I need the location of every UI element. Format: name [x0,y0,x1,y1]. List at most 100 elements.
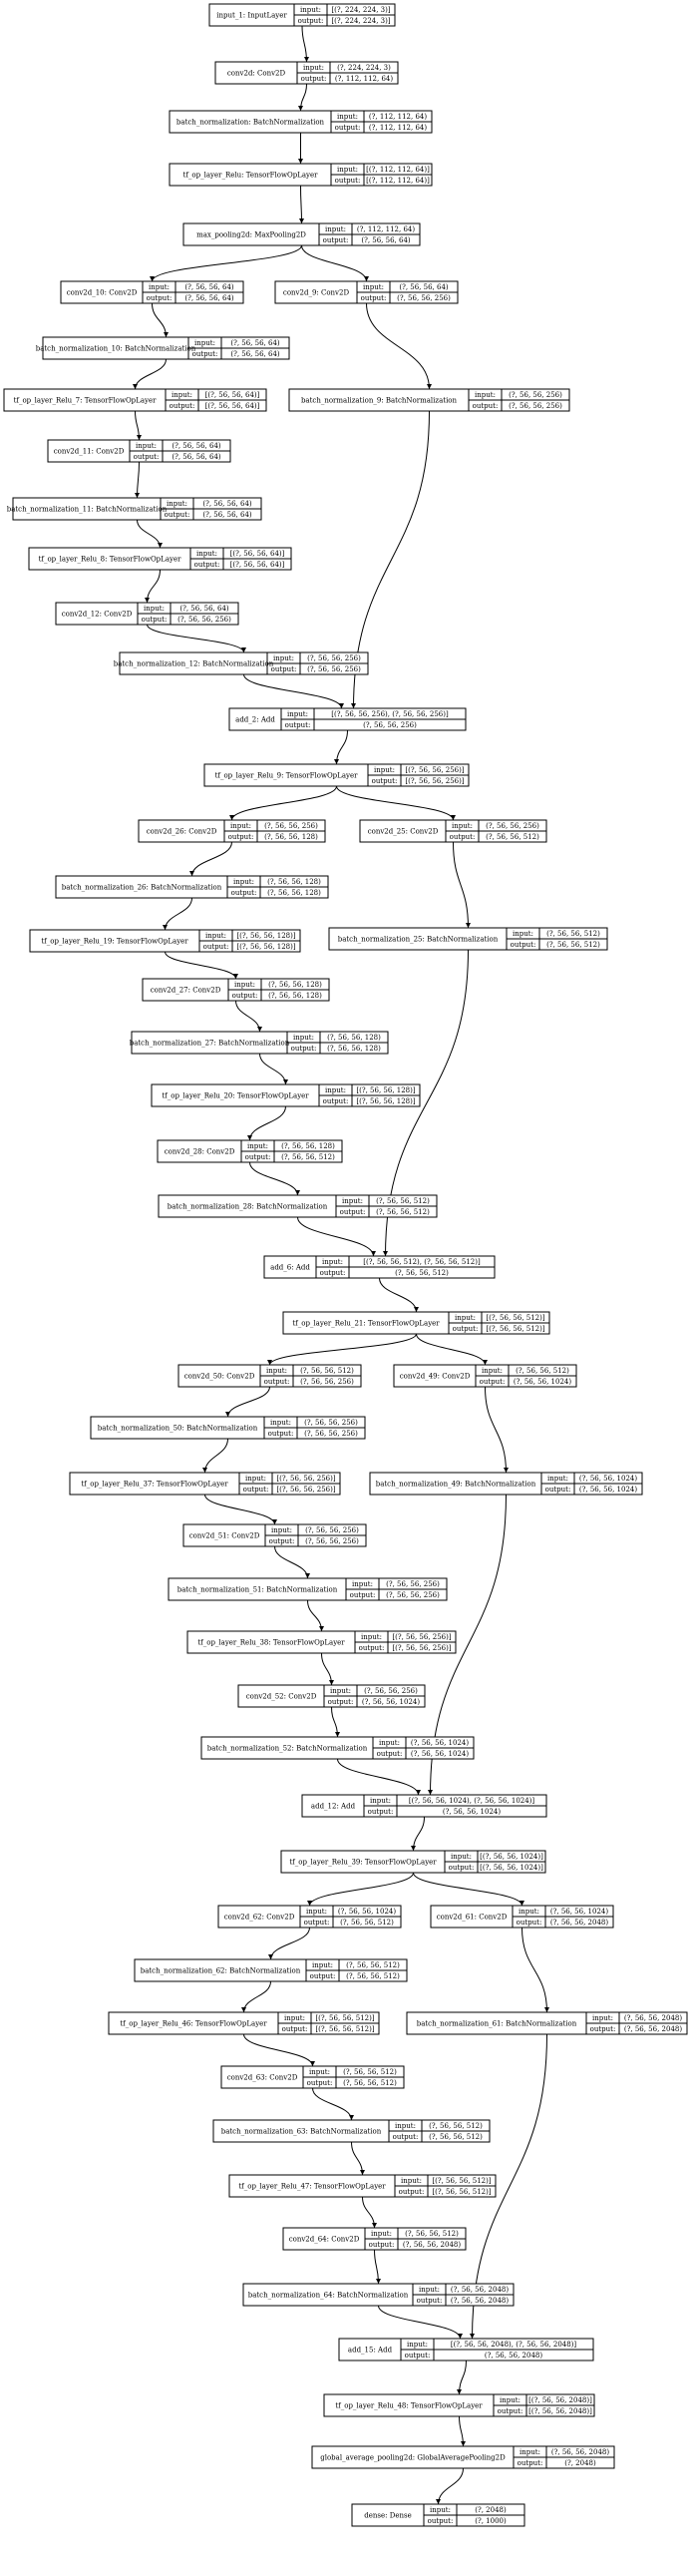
output-label: output: [359,1644,385,1652]
layer-node: batch_normalization_49: BatchNormalizati… [369,1472,643,1496]
layer-name: batch_normalization_10: BatchNormalizati… [36,345,196,353]
layer-name: batch_normalization_49: BatchNormalizati… [376,1481,536,1489]
edge-arrow [165,951,238,980]
edge-arrow [378,2305,463,2340]
input-shape: (?, 56, 56, 64) [202,500,252,508]
output-shape: [(?, 56, 56, 256)] [405,777,464,785]
input-shape: [(?, 56, 56, 512)] [432,2177,491,2185]
input-shape: (?, 56, 56, 64) [399,283,449,291]
layer-node: batch_normalization_63: BatchNormalizati… [212,2119,491,2143]
input-shape: (?, 56, 56, 256) [509,391,562,399]
edge-arrow [247,1105,286,1141]
edge-arrow [521,1927,549,2013]
edge-arrow [485,1386,509,1474]
layer-node: tf_op_layer_Relu_37: TensorFlowOpLayerin… [69,1472,341,1496]
output-label: output: [203,943,229,951]
layer-name: batch_normalization_12: BatchNormalizati… [114,660,274,668]
input-label: input: [395,2122,416,2130]
input-label: input: [401,2177,422,2185]
output-shape: (?, 56, 56, 1024) [443,1808,501,1816]
output-label: output: [323,236,349,244]
edge-arrow [298,185,304,224]
output-label: output: [350,1591,376,1599]
output-label: output: [147,294,173,302]
edge-arrow [334,729,348,765]
input-label: input: [273,654,294,662]
input-shape: (?, 56, 56, 256) [386,1580,440,1588]
input-shape: (?, 56, 56, 512) [376,1197,430,1205]
input-shape: [(?, 56, 56, 64)] [205,391,260,399]
input-label: input: [363,283,384,291]
output-shape: [(?, 56, 56, 512)] [486,1325,544,1333]
edge-arrow [321,1652,334,1686]
edge-arrow [268,1927,310,1960]
output-label: output: [399,2188,425,2196]
input-label: input: [592,2014,613,2022]
output-label: output: [417,2297,443,2305]
output-shape: (?, 56, 56, 256) [397,294,451,302]
edge-arrow [337,1758,421,1796]
input-shape: (?, 56, 56, 1024) [411,1739,469,1747]
input-label: input: [136,442,157,450]
input-shape: (?, 56, 56, 64) [172,442,221,450]
layer-name: conv2d_50: Conv2D [184,1373,255,1381]
input-shape: [(?, 56, 56, 64)] [230,550,285,558]
layer-node: tf_op_layer_Relu_7: TensorFlowOpLayerinp… [3,388,267,412]
output-label: output: [243,1486,269,1494]
input-shape: (?, 56, 56, 1024) [579,1475,637,1483]
edge-arrow [331,1706,340,1738]
input-shape: (?, 2048) [475,2506,507,2514]
input-label: input: [172,391,192,399]
input-shape: (?, 56, 56, 512) [516,1367,569,1375]
output-label: output: [369,2241,395,2249]
output-label: output: [271,665,297,673]
output-shape: (?, 56, 56, 256) [300,1378,354,1386]
output-shape: (?, 56, 56, 2048) [451,2297,509,2305]
layer-node: batch_normalization_52: BatchNormalizati… [200,1736,475,1760]
output-shape: (?, 56, 56, 256) [386,1591,440,1599]
output-shape: (?, 56, 56, 1024) [514,1378,571,1386]
input-label: input: [293,1034,314,1042]
output-label: output: [231,889,257,897]
input-shape: (?, 56, 56, 256) [304,1419,358,1427]
layer-name: global_average_pooling2d: GlobalAverageP… [320,2454,506,2462]
input-label: input: [234,981,255,989]
input-label: input: [430,2506,451,2514]
input-shape: (?, 224, 224, 3) [337,64,391,72]
layer-node: tf_op_layer_Relu_39: TensorFlowOpLayerin… [280,1850,546,1874]
input-label: input: [233,878,254,886]
layer-name: conv2d_52: Conv2D [246,1693,317,1701]
output-shape: (?, 56, 56, 512) [429,2133,483,2141]
layer-node: tf_op_layer_Relu_46: TensorFlowOpLayerin… [108,2011,380,2035]
output-label: output: [310,1972,336,1980]
input-label: input: [266,1367,287,1375]
output-shape: (?, 56, 56, 64) [202,511,252,519]
input-shape: (?, 56, 56, 512) [346,1961,400,1969]
layer-node: batch_normalization_51: BatchNormalizati… [168,1577,448,1601]
output-label: output: [298,17,324,25]
layer-name: conv2d_63: Conv2D [227,2074,298,2082]
input-shape: (?, 56, 56, 2048) [624,2014,682,2022]
input-label: input: [325,1086,346,1094]
output-label: output: [320,1269,346,1277]
input-label: input: [379,1739,400,1747]
layer-name: tf_op_layer_Relu_20: TensorFlowOpLayer [162,1092,309,1100]
layer-node: tf_op_layer_Relu_8: TensorFlowOpLayerinp… [28,547,292,571]
output-label: output: [307,2079,333,2087]
layer-name: batch_normalization_50: BatchNormalizati… [98,1425,258,1433]
input-label: input: [271,1526,292,1534]
layer-node: batch_normalization_11: BatchNormalizati… [7,497,262,521]
input-label: input: [475,391,496,399]
output-label: output: [335,177,361,185]
edge-arrow [204,1494,277,1525]
layer-name: batch_normalization_27: BatchNormalizati… [130,1040,290,1048]
output-label: output: [282,2025,308,2033]
input-shape: [(?, 56, 56, 512), (?, 56, 56, 512)] [363,1258,481,1266]
layer-name: conv2d_26: Conv2D [147,828,217,836]
output-shape: (?, 56, 56, 512) [340,1919,394,1927]
input-shape: (?, 56, 56, 128) [281,1142,335,1150]
layer-name: tf_op_layer_Relu_39: TensorFlowOpLayer [289,1859,437,1867]
input-shape: [(?, 56, 56, 2048), (?, 56, 56, 2048)] [451,2341,577,2349]
